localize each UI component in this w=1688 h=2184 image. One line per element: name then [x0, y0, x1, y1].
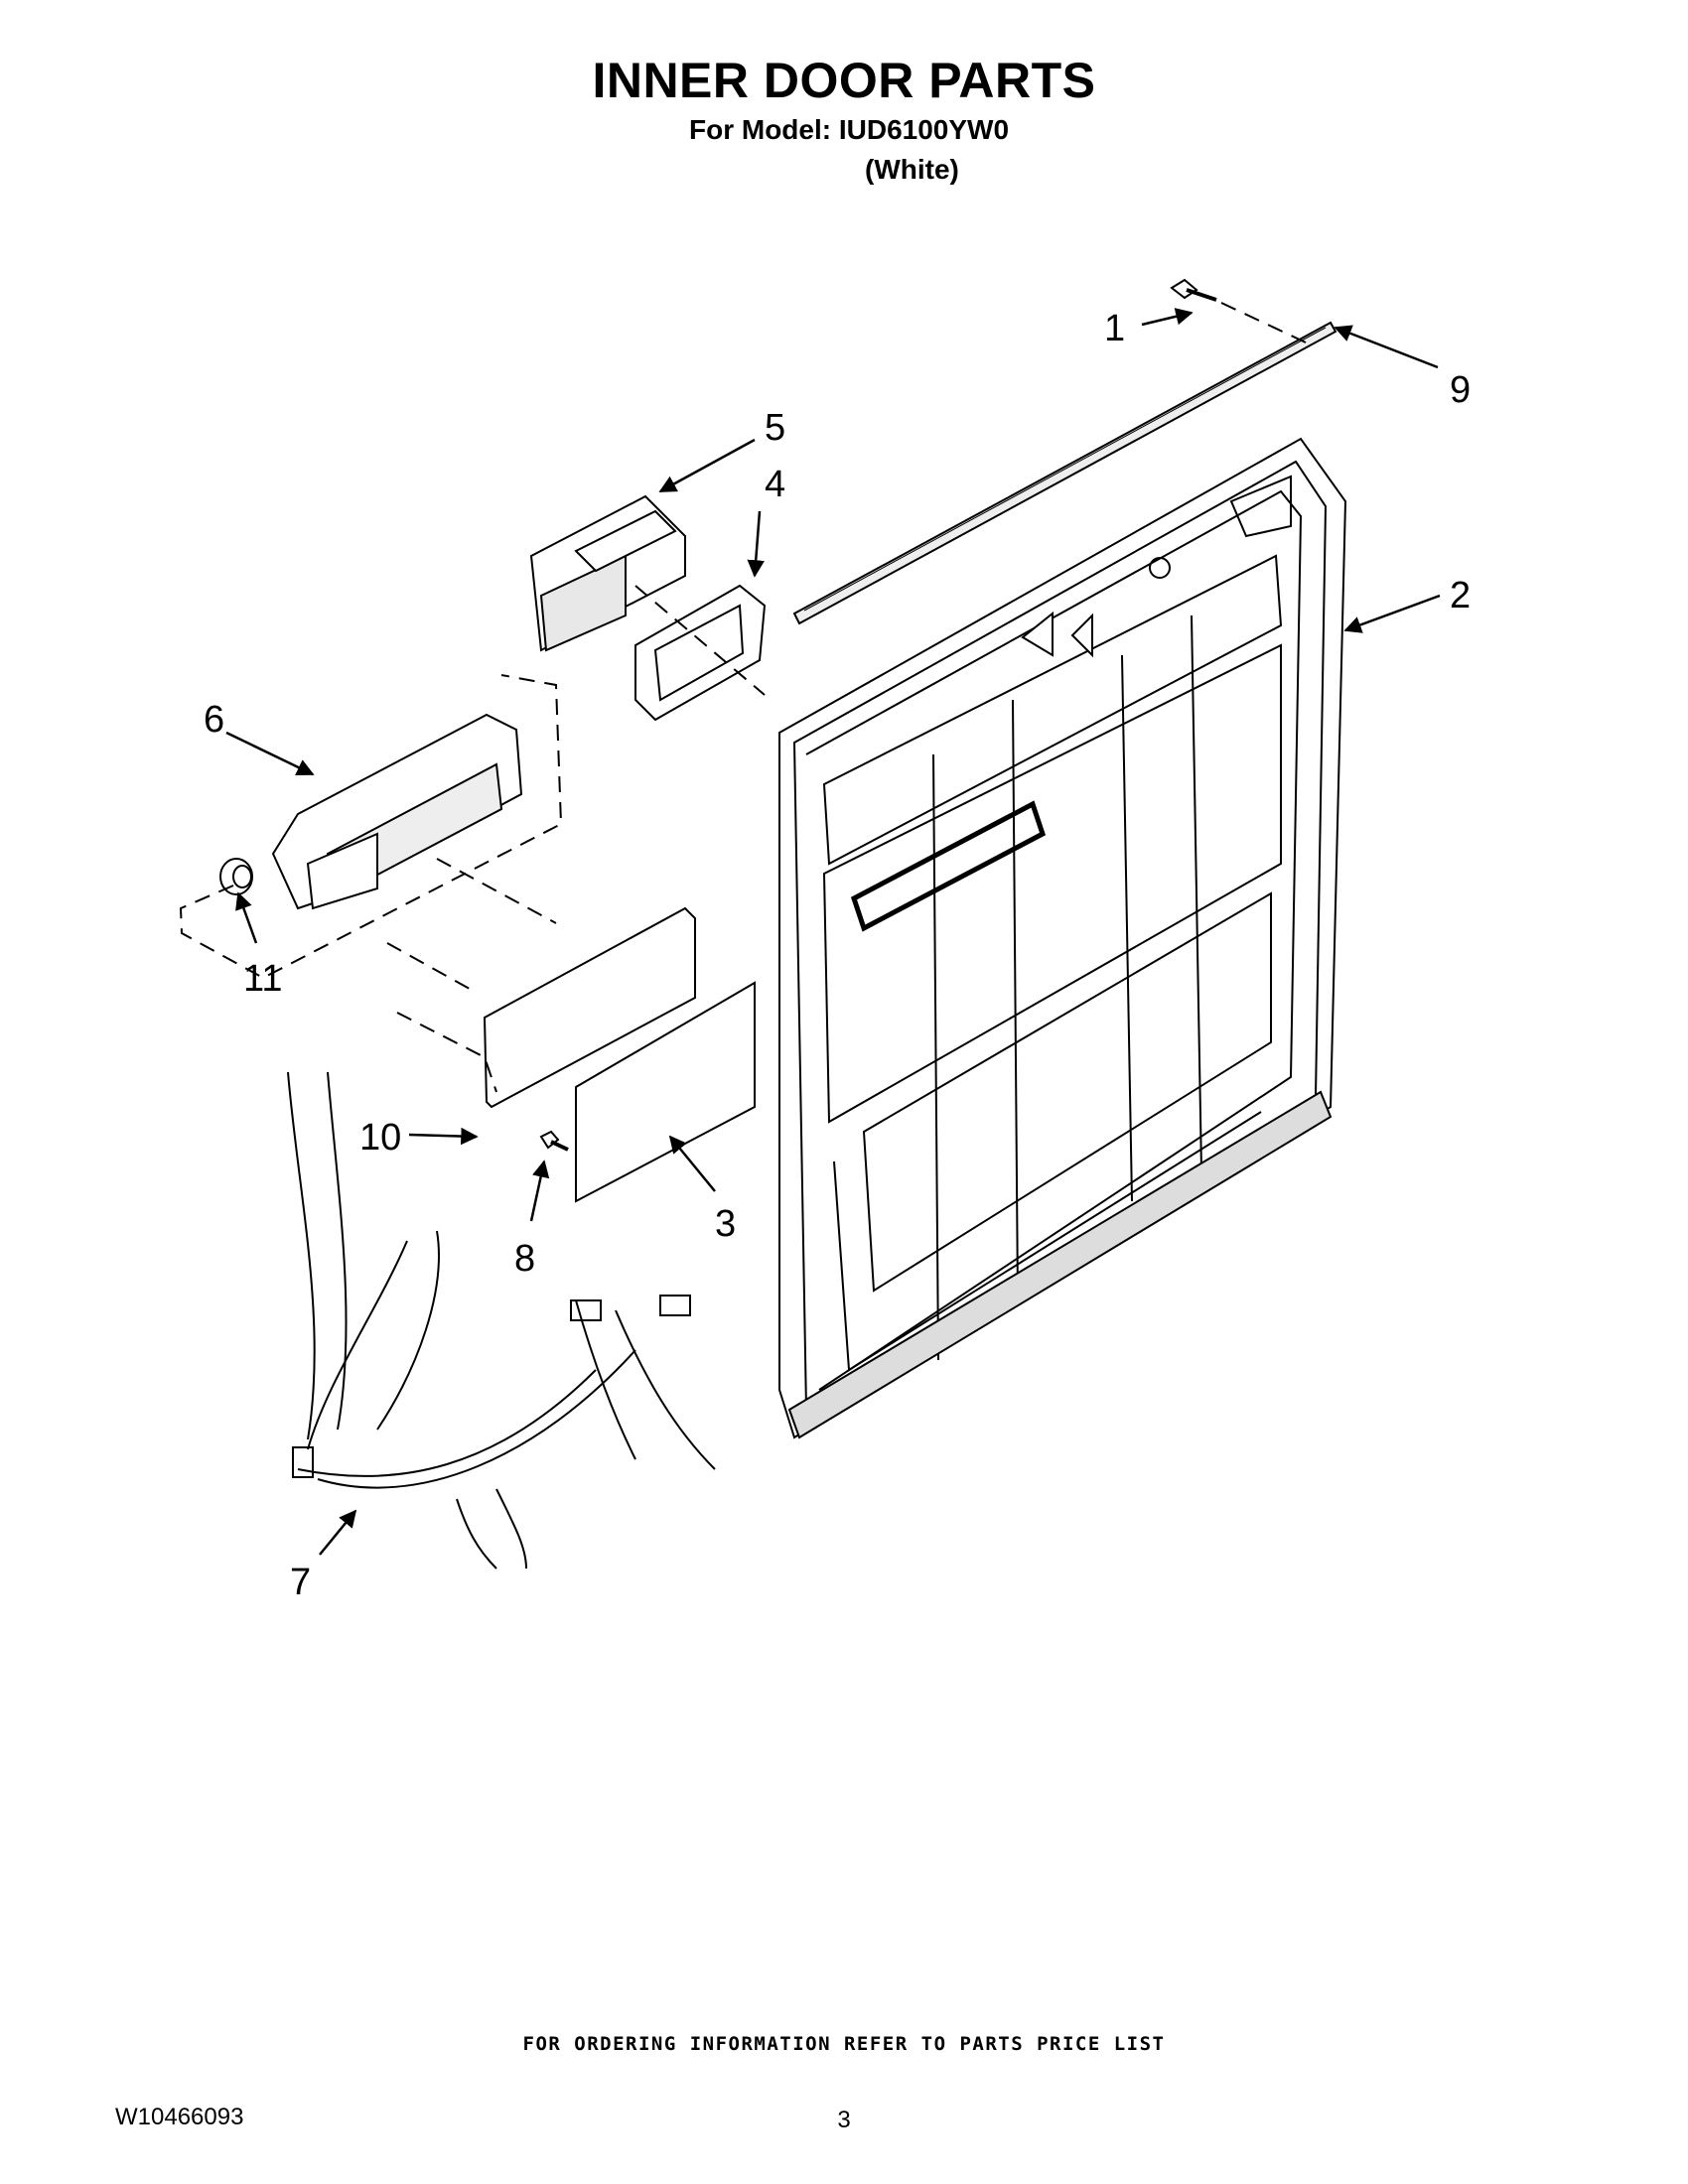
document-number: W10466093 [115, 2104, 244, 2130]
dispenser-gasket [634, 584, 767, 722]
page-number: 3 [837, 2107, 851, 2133]
callout-2: 2 [1450, 575, 1471, 616]
control-module [271, 713, 523, 910]
wire-harness [287, 1071, 716, 1570]
ordering-note: FOR ORDERING INFORMATION REFER TO PARTS … [522, 2033, 1166, 2055]
inner-door-panel [778, 437, 1347, 1439]
dispenser-housing [529, 494, 686, 652]
module-dashed-outline [179, 674, 563, 980]
callout-11: 11 [243, 958, 282, 1000]
callout-arrows [225, 308, 1441, 1556]
callout-6: 6 [204, 699, 224, 741]
callout-10: 10 [359, 1117, 401, 1159]
page-title: INNER DOOR PARTS [592, 53, 1096, 108]
mounting-screw [539, 1130, 569, 1152]
callout-5: 5 [765, 407, 785, 449]
callout-3: 3 [715, 1203, 736, 1245]
callout-1: 1 [1104, 308, 1125, 349]
assembly-lines [386, 302, 1307, 1093]
callout-4: 4 [765, 464, 785, 505]
shield-plate [483, 906, 756, 1203]
callout-8: 8 [514, 1238, 535, 1280]
screw [1170, 278, 1217, 302]
callout-9: 9 [1450, 369, 1471, 411]
model-line: For Model: IUD6100YW0 [689, 114, 1010, 145]
color-line: (White) [865, 154, 959, 185]
callout-7: 7 [290, 1562, 311, 1603]
